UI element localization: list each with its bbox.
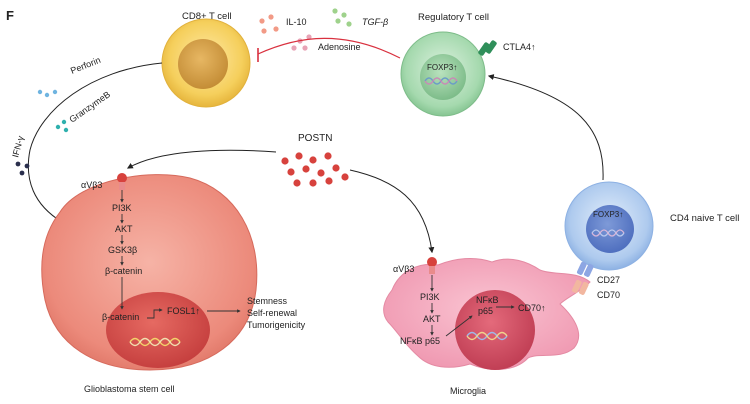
tgfb-label: TGF-β (362, 17, 388, 27)
gsc-activation-arrow (147, 308, 163, 319)
gsc-cell (41, 174, 258, 371)
gsc-target-fosl1: FOSL1↑ (167, 306, 200, 316)
postn-to-gsc-arrow (126, 149, 277, 169)
gsc-step-akt: AKT (115, 224, 133, 234)
postn-label: POSTN (298, 133, 332, 144)
cd4-cd70: CD70 (597, 290, 620, 300)
microglia-target-cd70: CD70↑ (518, 303, 546, 313)
tgfb-dots (332, 8, 352, 27)
granzymeb-dots (55, 119, 69, 133)
gsc-receptor-label: αVβ3 (81, 180, 102, 190)
microglia-pathway-arrows (430, 275, 473, 337)
treg-ctla4: CTLA4↑ (503, 42, 536, 52)
gsc-outcome-stemness: Stemness (247, 296, 288, 306)
microglia-step-pi3k: PI3K (420, 292, 440, 302)
perforin-label: Perforin (69, 55, 102, 76)
gsc-step-bcatenin: β-catenin (105, 266, 142, 276)
perforin-dots (37, 89, 58, 98)
gsc-nuclear-bcatenin: β-catenin (102, 312, 139, 322)
gsc-label: Glioblastoma stem cell (84, 384, 175, 394)
postn-dots (281, 152, 349, 187)
ifng-dots (15, 161, 30, 176)
microglia-step-akt: AKT (423, 314, 441, 324)
microglia-receptor-icon (427, 257, 437, 274)
ifng-label: IFN-γ (10, 134, 25, 158)
panel-letter: F (6, 8, 14, 23)
cd4-cd27: CD27 (597, 275, 620, 285)
cd8-t-cell (161, 18, 251, 108)
adenosine-label: Adenosine (318, 42, 361, 52)
il10-dots (259, 14, 279, 34)
cd4-foxp3: FOXP3↑ (593, 210, 623, 219)
microglia-label: Microglia (450, 386, 486, 396)
treg-cell (400, 31, 486, 117)
gsc-receptor-icon (117, 173, 127, 190)
gsc-step-gsk3b: GSK3β (108, 245, 137, 255)
microglia-nuclear-nfkb: NFκB (476, 295, 499, 305)
cd27-cd70-receptor-icon (571, 261, 594, 295)
microglia-cell (383, 257, 591, 370)
granzymeb-label: GranzymeB (67, 89, 112, 124)
cd4-label: CD4 naive T cell (670, 213, 739, 224)
treg-label: Regulatory T cell (418, 12, 489, 23)
il10-label: IL-10 (286, 17, 307, 27)
cd4-to-treg-arrow (487, 74, 604, 181)
microglia-receptor-label: αVβ3 (393, 264, 414, 274)
microglia-nuclear-p65: p65 (478, 306, 493, 316)
postn-to-microglia-arrow (349, 169, 435, 254)
treg-foxp3: FOXP3↑ (427, 63, 457, 72)
ctla4-receptor-icon (478, 40, 497, 56)
gsc-outcome-selfrenewal: Self-renewal (247, 308, 297, 318)
cd8-label: CD8+ T cell (182, 11, 232, 22)
cd4-naive-t-cell (564, 181, 654, 271)
adenosine-dots (291, 34, 312, 51)
inhibition-arrow (257, 37, 401, 59)
cd8-to-gsc-arrow (27, 62, 163, 223)
gsc-outcome-tumorigenicity: Tumorigenicity (247, 320, 306, 330)
gsc-step-pi3k: PI3K (112, 203, 132, 213)
microglia-step-nfkb: NFκB p65 (400, 336, 440, 346)
